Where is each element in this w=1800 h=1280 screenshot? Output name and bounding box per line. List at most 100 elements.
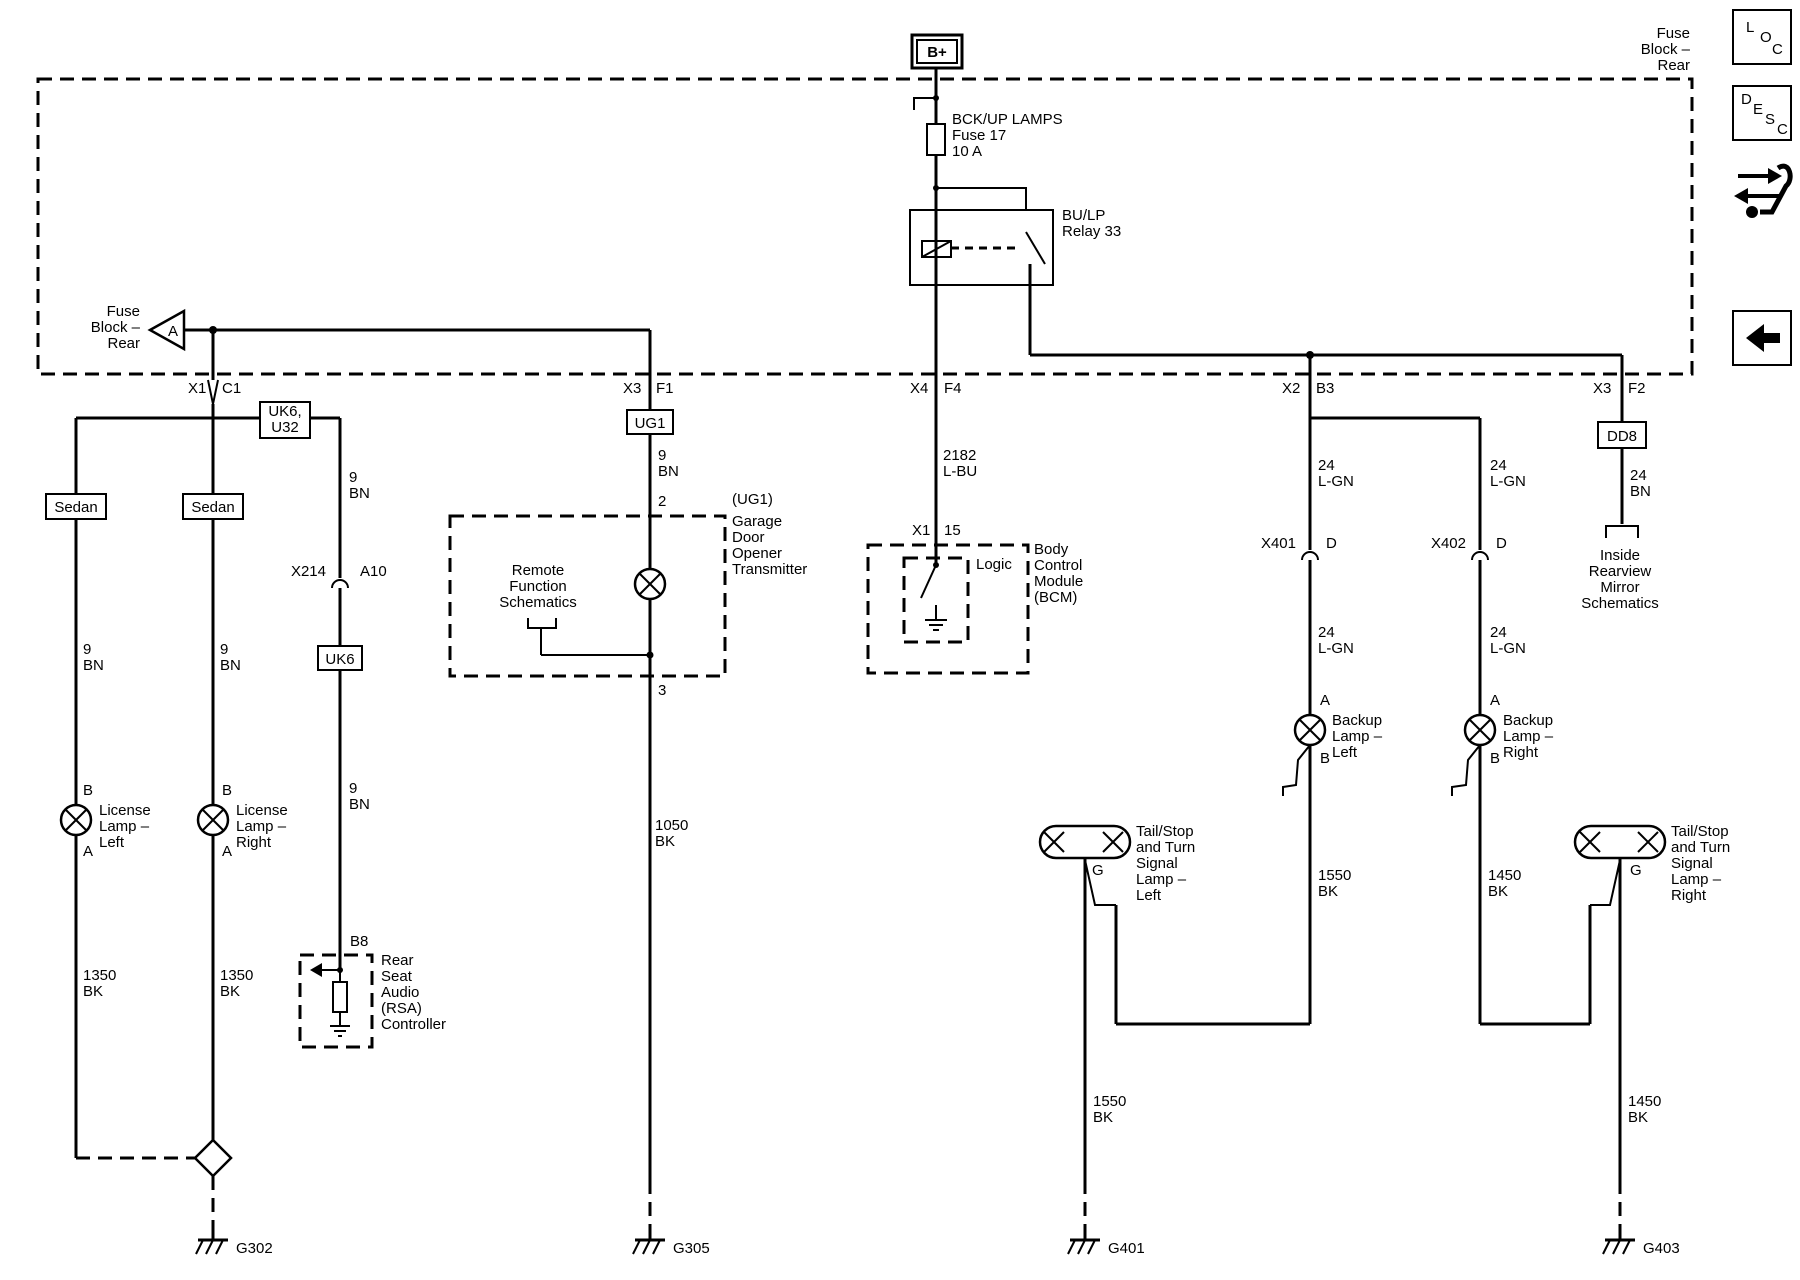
svg-text:G: G bbox=[1092, 862, 1104, 879]
svg-text:(BCM): (BCM) bbox=[1034, 589, 1077, 606]
svg-text:Right: Right bbox=[1671, 887, 1707, 904]
svg-text:L-GN: L-GN bbox=[1490, 640, 1526, 657]
svg-text:UG1: UG1 bbox=[635, 415, 666, 432]
svg-text:24: 24 bbox=[1318, 457, 1335, 474]
svg-text:9: 9 bbox=[349, 469, 357, 486]
svg-text:B: B bbox=[1320, 750, 1330, 767]
remote-function-connector bbox=[527, 618, 557, 629]
tail-stop-turn-lamp-left-label: Tail/Stop and Turn Signal Lamp – Left bbox=[1136, 823, 1195, 904]
svg-text:D: D bbox=[1741, 91, 1752, 108]
fuse-block-corner-label: Fuse Block – Rear bbox=[1641, 25, 1691, 74]
svg-text:24: 24 bbox=[1630, 467, 1647, 484]
svg-text:BK: BK bbox=[83, 983, 103, 1000]
svg-text:Schematics: Schematics bbox=[499, 594, 577, 611]
license-lamp-right-label: License Lamp – Right bbox=[236, 802, 288, 851]
fuse-block-outline bbox=[36, 77, 1694, 376]
svg-text:24: 24 bbox=[1490, 624, 1507, 641]
svg-text:E: E bbox=[1753, 101, 1763, 118]
svg-text:Left: Left bbox=[1136, 887, 1162, 904]
svg-text:Lamp –: Lamp – bbox=[1136, 871, 1187, 888]
svg-text:24: 24 bbox=[1490, 457, 1507, 474]
svg-text:Function: Function bbox=[509, 578, 567, 595]
svg-text:Rearview: Rearview bbox=[1589, 563, 1652, 580]
svg-text:BN: BN bbox=[1630, 483, 1651, 500]
option-uk6-u32 bbox=[259, 401, 311, 439]
ground-g305 bbox=[632, 1232, 665, 1255]
svg-text:Audio: Audio bbox=[381, 984, 419, 1001]
option-dd8 bbox=[1597, 421, 1647, 449]
svg-text:A: A bbox=[222, 843, 232, 860]
backup-lamp-left-label: Backup Lamp – Left bbox=[1332, 712, 1383, 761]
svg-text:C1: C1 bbox=[222, 380, 241, 397]
svg-text:G403: G403 bbox=[1643, 1240, 1680, 1257]
splice-pack bbox=[193, 1138, 233, 1178]
rsa-controller bbox=[298, 953, 374, 1049]
svg-text:UK6: UK6 bbox=[325, 651, 354, 668]
svg-text:Mirror: Mirror bbox=[1600, 579, 1639, 596]
svg-text:Door: Door bbox=[732, 529, 765, 546]
back-arrow-icon[interactable] bbox=[1732, 310, 1792, 366]
svg-text:Tail/Stop: Tail/Stop bbox=[1136, 823, 1194, 840]
svg-text:9: 9 bbox=[349, 780, 357, 797]
svg-text:Backup: Backup bbox=[1332, 712, 1382, 729]
svg-text:Sedan: Sedan bbox=[191, 499, 234, 516]
svg-text:BCK/UP LAMPS: BCK/UP LAMPS bbox=[952, 111, 1063, 128]
mirror-connector bbox=[1605, 525, 1639, 538]
fuse-block-left-label: Fuse Block – Rear bbox=[91, 303, 141, 352]
svg-text:L-GN: L-GN bbox=[1318, 640, 1354, 657]
svg-text:B3: B3 bbox=[1316, 380, 1334, 397]
svg-text:A10: A10 bbox=[360, 563, 387, 580]
garage-door-opener-transmitter bbox=[448, 514, 727, 678]
remote-function-schematics-label: Remote Function Schematics bbox=[499, 562, 577, 611]
svg-text:Backup: Backup bbox=[1503, 712, 1553, 729]
svg-text:License: License bbox=[236, 802, 288, 819]
svg-text:L-GN: L-GN bbox=[1490, 473, 1526, 490]
svg-text:L: L bbox=[1746, 19, 1754, 36]
svg-text:(UG1): (UG1) bbox=[732, 491, 773, 508]
relay-label: BU/LP Relay 33 bbox=[1062, 207, 1121, 240]
svg-text:X214: X214 bbox=[291, 563, 326, 580]
svg-text:Fuse: Fuse bbox=[1657, 25, 1690, 42]
svg-text:Rear: Rear bbox=[1657, 57, 1690, 74]
svg-text:Right: Right bbox=[236, 834, 272, 851]
svg-text:G401: G401 bbox=[1108, 1240, 1145, 1257]
svg-text:BK: BK bbox=[1628, 1109, 1648, 1126]
location-button[interactable]: L O C bbox=[1732, 9, 1792, 65]
svg-text:Controller: Controller bbox=[381, 1016, 446, 1033]
license-lamp-right bbox=[196, 803, 230, 837]
bcm-label: Body Control Module (BCM) bbox=[1034, 541, 1083, 606]
svg-text:X1: X1 bbox=[912, 522, 930, 539]
svg-text:1550: 1550 bbox=[1093, 1093, 1126, 1110]
description-button[interactable]: D E S C bbox=[1732, 85, 1792, 141]
svg-text:Lamp –: Lamp – bbox=[1671, 871, 1722, 888]
svg-text:B+: B+ bbox=[927, 44, 947, 61]
backup-lamp-left bbox=[1293, 713, 1327, 747]
svg-text:C: C bbox=[1772, 41, 1783, 58]
svg-text:9: 9 bbox=[83, 641, 91, 658]
svg-text:X2: X2 bbox=[1282, 380, 1300, 397]
license-lamp-left bbox=[59, 803, 93, 837]
ground-g302 bbox=[195, 1232, 228, 1255]
wrench-arrows-icon[interactable] bbox=[1734, 163, 1793, 218]
ground-g403 bbox=[1602, 1232, 1635, 1255]
svg-text:Block –: Block – bbox=[1641, 41, 1691, 58]
svg-text:U32: U32 bbox=[271, 419, 299, 436]
svg-text:Rear: Rear bbox=[381, 952, 414, 969]
backup-lamp-right bbox=[1463, 713, 1497, 747]
svg-text:1350: 1350 bbox=[220, 967, 253, 984]
sedan-option-left bbox=[45, 493, 107, 520]
svg-text:Seat: Seat bbox=[381, 968, 413, 985]
svg-text:G: G bbox=[1630, 862, 1642, 879]
svg-text:C: C bbox=[1777, 121, 1788, 138]
svg-text:BN: BN bbox=[349, 796, 370, 813]
svg-text:O: O bbox=[1760, 29, 1772, 46]
svg-text:Tail/Stop: Tail/Stop bbox=[1671, 823, 1729, 840]
svg-text:Garage: Garage bbox=[732, 513, 782, 530]
svg-text:Fuse 17: Fuse 17 bbox=[952, 127, 1006, 144]
svg-text:3: 3 bbox=[658, 682, 666, 699]
svg-text:BN: BN bbox=[658, 463, 679, 480]
body-control-module bbox=[866, 543, 1030, 675]
svg-text:Lamp –: Lamp – bbox=[236, 818, 287, 835]
svg-text:Logic: Logic bbox=[976, 556, 1012, 573]
svg-text:A: A bbox=[168, 323, 178, 340]
